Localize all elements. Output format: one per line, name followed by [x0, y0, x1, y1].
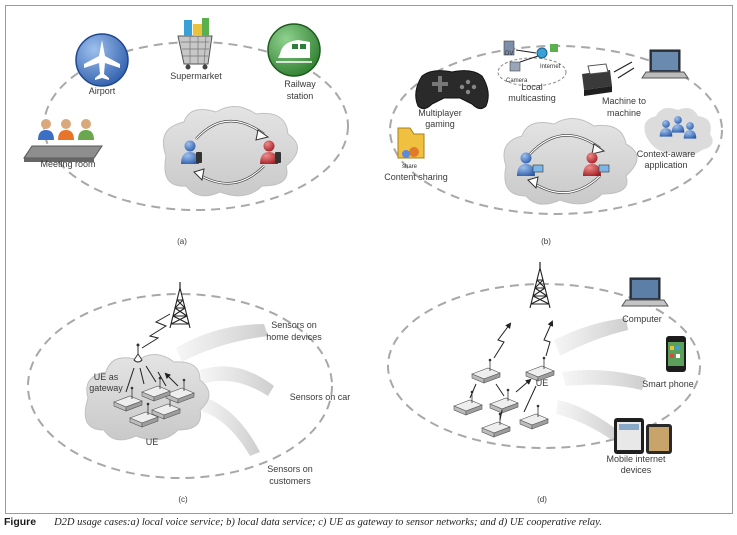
- context-label-1: Context-aware: [637, 149, 696, 159]
- sensor-nodes: [113, 365, 195, 428]
- dv-label: DV: [505, 51, 513, 57]
- computer-icon: [621, 277, 669, 307]
- panel-d: UE Computer Smart phone Mobile internet …: [387, 261, 701, 504]
- d2d-diagram: Airport Supermarket Railway station Meet…: [23, 18, 723, 504]
- customers-label-2: customers: [269, 476, 311, 486]
- user-blue-icon: [517, 152, 544, 176]
- panel-a: Airport Supermarket Railway station Meet…: [23, 18, 349, 246]
- meeting-room-label: Meeting room: [40, 159, 95, 169]
- camera-label: Camera: [506, 78, 528, 84]
- gamepad-icon: [415, 70, 489, 110]
- local-label-1: Local: [521, 82, 543, 92]
- multiplayer-label-1: Multiplayer: [418, 108, 462, 118]
- internet-label: Internet: [540, 64, 561, 70]
- caption-text: D2D usage cases:a) local voice service; …: [54, 517, 602, 528]
- folder-icon: share: [397, 127, 425, 170]
- supermarket-icon: [177, 18, 213, 70]
- airport-label: Airport: [89, 86, 116, 96]
- panel-c-tag: (c): [178, 495, 188, 504]
- printer-icon: [582, 61, 635, 96]
- relay-nodes: [453, 320, 555, 438]
- panel-a-exchange-arrows: [193, 120, 270, 185]
- panel-b-tag: (b): [541, 237, 551, 246]
- computer-label: Computer: [622, 314, 662, 324]
- context-aware-cloud: [644, 108, 713, 155]
- panel-b: Multiplayer gaming DV Internet Camera Lo…: [384, 40, 723, 246]
- railway-label-2: station: [287, 91, 314, 101]
- figure-label: Figure: [4, 516, 37, 528]
- car-label: Sensors on car: [290, 392, 351, 402]
- content-sharing-label: Content sharing: [384, 172, 448, 182]
- ue-gateway-label-1: UE as: [94, 372, 119, 382]
- customers-label-1: Sensors on: [267, 464, 313, 474]
- machine-label-2: machine: [607, 108, 641, 118]
- figure-caption: Figure D2D usage cases:a) local voice ser…: [4, 516, 736, 532]
- railway-station-icon: [267, 23, 321, 77]
- panel-c-boundary: [27, 293, 333, 479]
- user-blue-icon: [181, 140, 202, 164]
- tablet-icon: [614, 418, 672, 454]
- wireless-link-icon: [141, 313, 171, 349]
- airport-icon: [75, 33, 129, 87]
- multicast-cloud: DV Internet Camera: [497, 40, 567, 87]
- user-red-icon: [583, 152, 610, 176]
- context-label-2: application: [644, 160, 687, 170]
- machine-label-1: Machine to: [602, 96, 646, 106]
- meeting-room-icon: [23, 119, 103, 162]
- smart-phone-icon: [666, 336, 686, 372]
- home-devices-label-1: Sensors on: [271, 320, 317, 330]
- local-label-2: multicasting: [508, 93, 556, 103]
- supermarket-label: Supermarket: [170, 71, 222, 81]
- panel-a-tag: (a): [177, 237, 187, 246]
- panel-c: UE as gateway UE Sensors on home devices…: [27, 281, 351, 504]
- figure-frame: Airport Supermarket Railway station Meet…: [5, 5, 733, 514]
- ue-label: UE: [536, 378, 549, 388]
- share-label: share: [402, 164, 418, 170]
- multiplayer-label-2: gaming: [425, 119, 455, 129]
- home-devices-label-2: home devices: [266, 332, 322, 342]
- ue-gateway-icon: [133, 343, 143, 363]
- ue-label: UE: [146, 437, 159, 447]
- panel-c-beams: [176, 324, 274, 456]
- mobile-devices-label-1: Mobile internet: [606, 454, 666, 464]
- user-red-icon: [260, 140, 281, 164]
- mobile-devices-label-2: devices: [621, 465, 652, 475]
- panel-d-beams: [554, 318, 646, 440]
- ue-gateway-label-2: gateway: [89, 383, 123, 393]
- base-station-tower-icon: [169, 281, 191, 329]
- railway-label-1: Railway: [284, 79, 316, 89]
- laptop-icon: [641, 49, 689, 79]
- smart-phone-label: Smart phone: [642, 379, 694, 389]
- panel-d-tag: (d): [537, 495, 547, 504]
- panel-b-exchange-arrows: [527, 134, 606, 194]
